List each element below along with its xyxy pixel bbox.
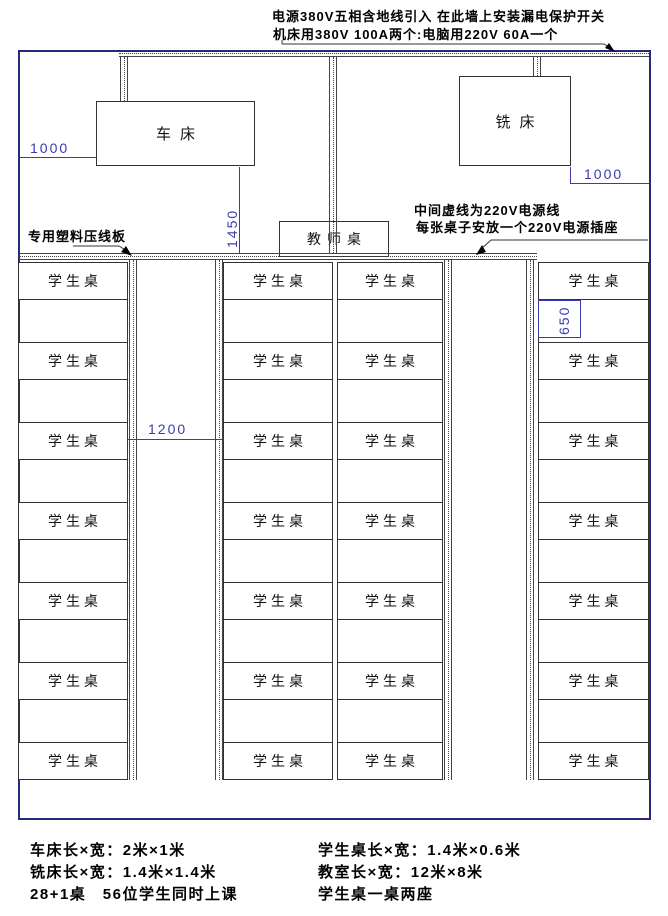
- dim-aisle-width-label: 1200: [148, 421, 188, 437]
- lathe-power-duct: [120, 57, 128, 101]
- student-desk: 学生桌: [337, 582, 443, 620]
- center-power-duct: [329, 57, 337, 253]
- aisle-cable-duct-1: [129, 260, 137, 780]
- student-desk: 学生桌: [223, 582, 333, 620]
- front-cable-raceway: [19, 253, 537, 260]
- mill-box: 铣床: [459, 76, 571, 166]
- annotation-power-supply-line1: 电源380V五相含地线引入 在此墙上安装漏电保护开关: [272, 9, 605, 24]
- annotation-mid-power-line2: 每张桌子安放一个220V电源插座: [416, 220, 619, 235]
- legend-desk-count: 28+1桌 56位学生同时上课: [30, 886, 238, 903]
- annotation-mid-power-line1: 中间虚线为220V电源线: [414, 203, 561, 218]
- top-wall-inner-line: [119, 56, 649, 57]
- student-desk: 学生桌: [538, 422, 649, 460]
- dim-lathe-front-label: 1450: [224, 208, 240, 248]
- lathe-box: 车床: [96, 101, 255, 166]
- student-desk: 学生桌: [18, 502, 128, 540]
- aisle-cable-duct-2: [215, 260, 223, 780]
- dim-wall-to-lathe-line: [18, 157, 96, 158]
- dim-aisle-width-line: [128, 439, 223, 440]
- student-desk: 学生桌: [223, 422, 333, 460]
- student-desk: 学生桌: [18, 582, 128, 620]
- legend-desk-size: 学生桌长×宽：1.4米×0.6米: [318, 842, 522, 859]
- aisle-cable-duct-3: [444, 260, 452, 780]
- legend-mill-size: 铣床长×宽：1.4米×1.4米: [30, 864, 217, 881]
- student-desk: 学生桌: [18, 262, 128, 300]
- student-desk: 学生桌: [223, 742, 333, 780]
- lathe-label: 车床: [155, 126, 204, 143]
- student-desk: 学生桌: [538, 742, 649, 780]
- teacher-desk-label: 教师桌: [307, 231, 367, 247]
- legend-room-size: 教室长×宽：12米×8米: [318, 864, 484, 881]
- legend-seats: 学生桌一桌两座: [318, 886, 434, 903]
- legend-lathe-size: 车床长×宽：2米×1米: [30, 842, 186, 859]
- mill-label: 铣床: [495, 113, 544, 131]
- annotation-power-supply-line2: 机床用380V 100A两个:电脑用220V 60A一个: [273, 27, 559, 42]
- dim-lathe-front-line: [239, 167, 240, 253]
- student-desk: 学生桌: [337, 662, 443, 700]
- annotation-cable-board: 专用塑料压线板: [28, 229, 127, 244]
- student-desk: 学生桌: [538, 502, 649, 540]
- dim-mill-to-wall-line: [570, 183, 649, 184]
- mill-power-duct: [533, 57, 541, 76]
- aisle-cable-duct-4: [526, 260, 534, 780]
- student-desk: 学生桌: [538, 662, 649, 700]
- student-desk: 学生桌: [18, 662, 128, 700]
- student-desk: 学生桌: [223, 502, 333, 540]
- student-desk: 学生桌: [223, 262, 333, 300]
- student-desk: 学生桌: [18, 342, 128, 380]
- dim-mill-to-wall-label: 1000: [584, 166, 624, 182]
- student-desk: 学生桌: [18, 742, 128, 780]
- student-desk: 学生桌: [337, 502, 443, 540]
- student-desk: 学生桌: [538, 582, 649, 620]
- dim-row-gap-box: [538, 300, 581, 338]
- student-desk: 学生桌: [337, 262, 443, 300]
- student-desk: 学生桌: [538, 262, 649, 300]
- student-desk: 学生桌: [18, 422, 128, 460]
- student-desk: 学生桌: [337, 422, 443, 460]
- dim-wall-to-lathe-label: 1000: [30, 140, 70, 156]
- student-desk: 学生桌: [223, 342, 333, 380]
- student-desk: 学生桌: [223, 662, 333, 700]
- top-wall-power-dotted-line: [119, 53, 649, 54]
- student-desk: 学生桌: [337, 742, 443, 780]
- student-desk: 学生桌: [538, 342, 649, 380]
- student-desk: 学生桌: [337, 342, 443, 380]
- dim-mill-to-wall-ext: [570, 167, 571, 184]
